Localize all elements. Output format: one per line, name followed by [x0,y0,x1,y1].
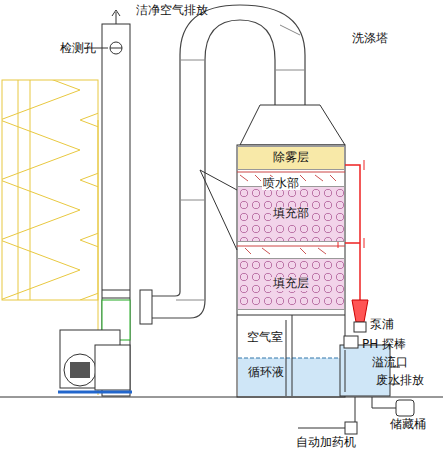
part-label: 喷水部 [262,177,300,190]
band-label: 除雾层 [271,151,311,164]
band-label: 填充层 [271,277,311,290]
packing-band: 填充部 [238,186,344,242]
part-label: 自动加药机 [296,436,356,449]
part-label: 洁净空气排放 [136,4,208,17]
part-label: 泵浦 [370,318,394,331]
band-label: 填充部 [271,207,311,220]
demister-band: 除雾层 [238,146,344,170]
part-label: 废水排放 [376,374,424,387]
packing-band: 填充层 [238,258,344,310]
part-label: 空气室 [247,331,283,344]
part-label: 检测孔 [60,42,96,55]
part-label: 溢流口 [372,356,408,369]
part-label: 储藏桶 [390,418,426,431]
part-label: 洗涤塔 [352,32,388,45]
part-label: PH 探棒 [362,338,406,351]
part-label: 循环液 [247,366,285,379]
